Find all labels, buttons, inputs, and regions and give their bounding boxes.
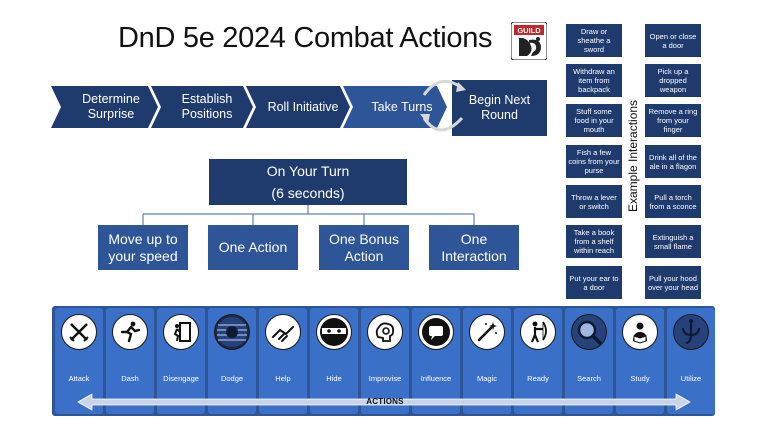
- crossed-swords-icon: [61, 314, 97, 350]
- action-card-search: Search: [565, 308, 613, 414]
- running-figure-icon: [112, 314, 148, 350]
- turn-option-action: One Action: [208, 225, 298, 270]
- flow-step-take-turns: Take Turns: [371, 99, 433, 114]
- interaction-item: Pull a torch from a sconce: [645, 185, 701, 218]
- action-card-disengage: Disengage: [157, 308, 205, 414]
- on-your-turn-heading: On Your Turn: [266, 163, 350, 179]
- action-card-improvise: Improvise: [361, 308, 409, 414]
- logo-text: GUILD: [517, 26, 541, 35]
- magnifier-icon: [571, 314, 607, 350]
- turn-tree-connectors: [142, 205, 475, 225]
- brain-gear-icon: [367, 314, 403, 350]
- on-your-turn-duration: (6 seconds): [271, 185, 345, 201]
- exit-door-icon: [163, 314, 199, 350]
- interaction-item: Withdraw an item from backpack: [566, 64, 622, 97]
- reading-figure-icon: [622, 314, 658, 350]
- flow-step-2-shape: [151, 86, 253, 128]
- turn-option-move: Move up to your speed: [98, 225, 188, 270]
- actions-title: ACTIONS: [366, 397, 404, 406]
- helping-hands-icon: [265, 314, 301, 350]
- grappling-hook-icon: [673, 314, 709, 350]
- interaction-item: Stuff some food in your mouth: [566, 104, 622, 137]
- on-your-turn-box: On Your Turn (6 seconds): [209, 159, 407, 205]
- interaction-item: Fish a few coins from your purse: [566, 145, 622, 178]
- guild-logo: GUILD: [511, 22, 547, 60]
- interaction-item: Pick up a dropped weapon: [645, 64, 701, 97]
- action-card-help: Help: [259, 308, 307, 414]
- magic-wand-icon: [469, 314, 505, 350]
- flow-step-roll-initiative: Roll Initiative: [267, 99, 339, 114]
- turn-option-bonus-action: One Bonus Action: [319, 225, 409, 270]
- action-card-hide: Hide: [310, 308, 358, 414]
- flow-step-5-shape: [452, 80, 547, 136]
- turn-flow-diagram: [51, 79, 547, 136]
- interaction-item: Remove a ring from your finger: [645, 104, 701, 137]
- interaction-item: Drink all of the ale in a flagon: [645, 145, 701, 178]
- interaction-item: Draw or sheathe a sword: [566, 24, 622, 57]
- speech-bubble-icon: [418, 314, 454, 350]
- interaction-item: Extinguish a small flame: [645, 225, 701, 258]
- turn-option-interaction: One Interaction: [429, 225, 519, 270]
- action-card-study: Study: [616, 308, 664, 414]
- archer-icon: [520, 314, 556, 350]
- action-card-ready: Ready: [514, 308, 562, 414]
- flow-step-1-shape: [51, 86, 158, 128]
- action-card-dodge: Dodge: [208, 308, 256, 414]
- interaction-item: Put your ear to a door: [566, 266, 622, 299]
- action-card-utilize: Utilize: [667, 308, 715, 414]
- page-title: DnD 5e 2024 Combat Actions: [118, 22, 493, 54]
- action-card-magic: Magic: [463, 308, 511, 414]
- masked-face-icon: [316, 314, 352, 350]
- flow-step-3-shape: [246, 86, 350, 128]
- interaction-item: Pull your hood over your head: [645, 266, 701, 299]
- flow-step-4-shape: [343, 86, 447, 128]
- flow-step-determine-surprise: Determine Surprise: [82, 92, 140, 121]
- action-card-attack: Attack: [55, 308, 103, 414]
- flow-step-establish-positions: Establish Positions: [181, 92, 233, 121]
- action-card-influence: Influence: [412, 308, 460, 414]
- flow-step-begin-next-round: Begin Next Round: [468, 93, 531, 122]
- interaction-item: Take a book from a shelf within reach: [566, 225, 622, 258]
- interaction-item: Open or close a door: [645, 24, 701, 57]
- dodge-orb-icon: [214, 314, 250, 350]
- action-card-dash: Dash: [106, 308, 154, 414]
- interaction-item: Throw a lever or switch: [566, 185, 622, 218]
